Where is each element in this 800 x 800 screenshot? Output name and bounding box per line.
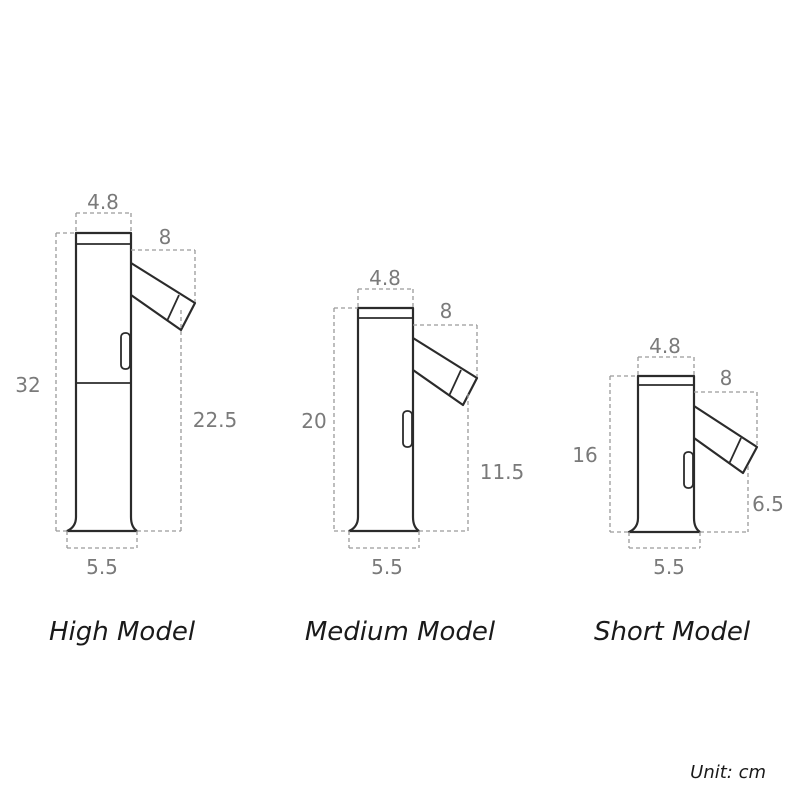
short-spout-height-label: 6.5 <box>752 492 784 516</box>
high-base-width-label: 5.5 <box>86 555 118 579</box>
short-total-height-label: 16 <box>572 443 597 467</box>
high-total-height-label: 32 <box>15 373 40 397</box>
unit-label: Unit: cm <box>690 762 766 783</box>
short-model-caption: Short Model <box>594 617 751 647</box>
short-model-faucet <box>627 374 759 534</box>
medium-model-group: 4.8 8 20 11.5 5.5 Medium Model <box>301 266 524 647</box>
high-spout-height-label: 22.5 <box>193 408 238 432</box>
medium-top-width-label: 4.8 <box>369 266 401 290</box>
short-base-width-label: 5.5 <box>653 555 685 579</box>
short-spout-width-label: 8 <box>720 366 733 390</box>
medium-spout-height-label: 11.5 <box>480 460 525 484</box>
high-model-dimension-lines <box>55 212 196 549</box>
medium-spout-width-label: 8 <box>440 299 453 323</box>
high-spout-width-label: 8 <box>159 225 172 249</box>
medium-model-faucet <box>347 306 479 533</box>
high-top-width-label: 4.8 <box>87 190 119 214</box>
medium-base-width-label: 5.5 <box>371 555 403 579</box>
medium-model-dimension-lines <box>333 288 478 549</box>
medium-total-height-label: 20 <box>301 409 326 433</box>
medium-model-caption: Medium Model <box>305 617 496 647</box>
short-model-dimension-lines <box>609 356 758 549</box>
high-model-group: 4.8 8 32 22.5 5.5 High Model <box>15 190 237 647</box>
short-top-width-label: 4.8 <box>649 334 681 358</box>
high-model-caption: High Model <box>49 617 196 647</box>
short-model-group: 4.8 8 16 6.5 5.5 Short Model <box>572 334 784 647</box>
high-model-faucet <box>65 231 197 533</box>
